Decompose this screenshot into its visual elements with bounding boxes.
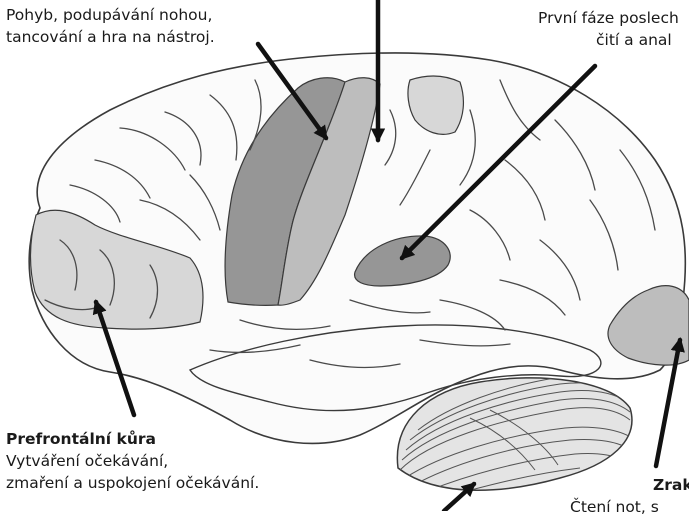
auditory-label-line2: čití a anal	[538, 29, 679, 51]
motor-label-line2: tancování a hra na nástroj.	[6, 26, 215, 48]
visual-label-title: Zrak	[570, 474, 689, 496]
prefrontal-label-title: Prefrontální kůra	[6, 428, 259, 450]
motor-label-line1: Pohyb, podupávání nohou,	[6, 4, 215, 26]
prefrontal-label-line2: zmaření a uspokojení očekávání.	[6, 472, 259, 494]
prefrontal-label-line1: Vytváření očekávání,	[6, 450, 259, 472]
auditory-label-line1: První fáze poslech	[538, 7, 679, 29]
visual-label-line1: Čtení not, s	[570, 496, 689, 518]
auditory-cortex-label: První fáze poslech čití a anal	[538, 7, 679, 51]
visual-cortex-label: Zrak Čtení not, s	[570, 474, 689, 518]
motor-cortex-label: Pohyb, podupávání nohou, tancování a hra…	[6, 4, 215, 48]
prefrontal-cortex-label: Prefrontální kůra Vytváření očekávání, z…	[6, 428, 259, 494]
